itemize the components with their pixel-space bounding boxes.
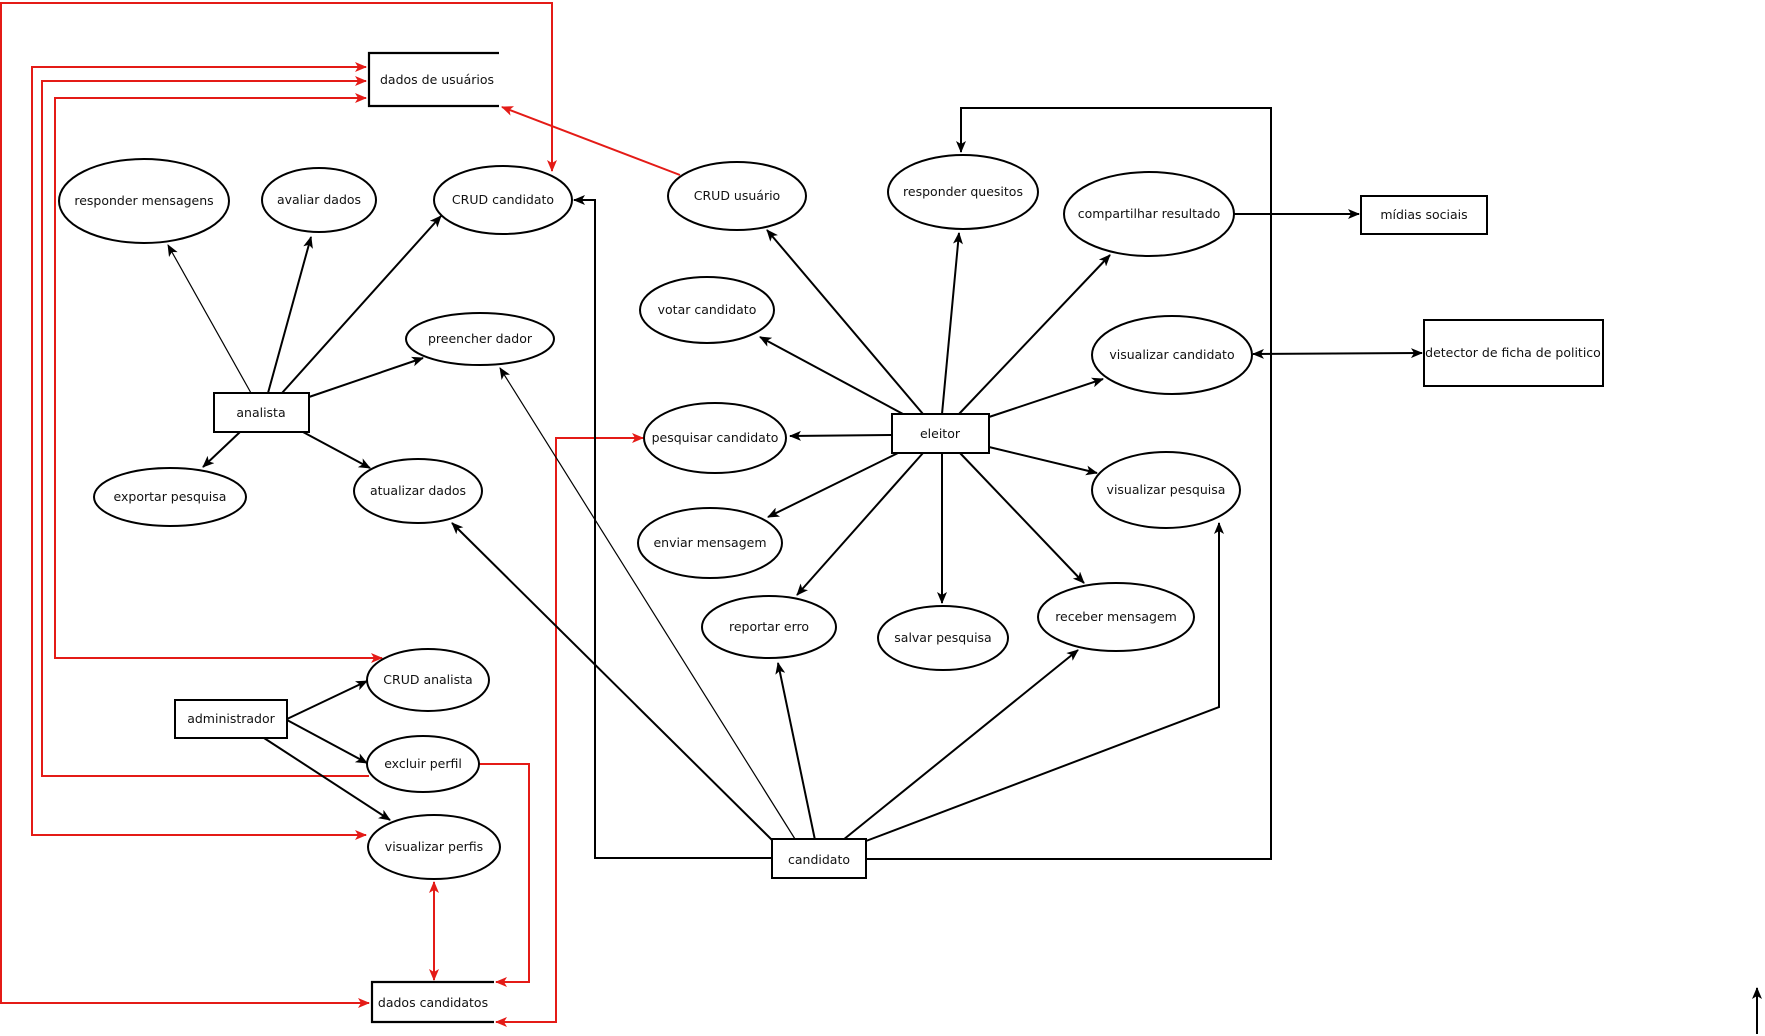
use-case-label: pesquisar candidato [652, 430, 779, 445]
external-midias-sociais[interactable]: mídias sociais [1360, 195, 1488, 235]
data-store-label: dados candidatos [378, 995, 488, 1010]
edge-analista-atualizar-dados [302, 431, 371, 469]
data-store-dados-usuarios[interactable]: dados de usuários [367, 51, 499, 108]
use-case-crud-candidato[interactable]: CRUD candidato [433, 165, 573, 235]
edge-eleitor-enviar-mensagem [767, 452, 899, 518]
use-case-receber-mensagem[interactable]: receber mensagem [1037, 582, 1195, 652]
data-store-dados-candidatos[interactable]: dados candidatos [370, 980, 494, 1024]
use-case-label: CRUD usuário [694, 188, 780, 203]
edge-candidato-receber-mensagem [842, 649, 1079, 841]
use-case-label: exportar pesquisa [114, 489, 227, 504]
use-case-label: avaliar dados [277, 192, 361, 207]
edge-eleitor-reportar-erro [796, 452, 924, 596]
edge-candidato-reportar-erro [775, 662, 816, 841]
use-case-crud-analista[interactable]: CRUD analista [366, 648, 490, 712]
flow-excluir-perfil-dados-usuarios [41, 76, 369, 777]
actor-candidato[interactable]: candidato [771, 838, 867, 879]
use-case-avaliar-dados[interactable]: avaliar dados [261, 167, 377, 233]
edge-analista-preencher-dador [308, 356, 424, 398]
use-case-label: excluir perfil [384, 756, 462, 771]
external-label: mídias sociais [1380, 207, 1467, 222]
use-case-salvar-pesquisa[interactable]: salvar pesquisa [877, 605, 1009, 671]
flow-crud-analista-dados-usuarios [54, 93, 383, 663]
edge-admin-excluir-perfil [286, 719, 368, 764]
use-case-label: enviar mensagem [653, 535, 766, 550]
use-case-label: atualizar dados [370, 483, 466, 498]
actor-label: administrador [187, 711, 275, 726]
use-case-preencher-dador[interactable]: preencher dador [405, 312, 555, 366]
use-case-label: reportar erro [729, 619, 809, 634]
edge-eleitor-compartilhar-resultado [958, 254, 1111, 415]
use-case-visualizar-candidato[interactable]: visualizar candidato [1091, 315, 1253, 395]
actor-administrador[interactable]: administrador [174, 699, 288, 739]
edge-candidato-responder-quesitos [866, 107, 1272, 860]
flow-visualizar-perfis-dados-usuarios [31, 62, 367, 840]
use-case-label: salvar pesquisa [894, 630, 991, 645]
use-case-compartilhar-resultado[interactable]: compartilhar resultado [1063, 171, 1235, 257]
use-case-label: votar candidato [658, 302, 757, 317]
edge-eleitor-visualizar-candidato [988, 377, 1104, 418]
edge-admin-visualizar-perfis [263, 737, 391, 821]
use-case-label: preencher dador [428, 331, 533, 346]
edge-analista-avaliar-dados [267, 236, 313, 394]
external-detector-ficha[interactable]: detector de ficha de politico [1423, 319, 1604, 387]
edge-candidato-atualizar-dados [451, 522, 773, 841]
actor-eleitor[interactable]: eleitor [891, 413, 990, 454]
edge-eleitor-crud-usuario [766, 229, 924, 415]
use-case-label: visualizar pesquisa [1107, 482, 1226, 497]
actor-analista[interactable]: analista [213, 392, 310, 433]
edge-candidato-visualizar-pesquisa [865, 522, 1224, 842]
use-case-visualizar-pesquisa[interactable]: visualizar pesquisa [1091, 451, 1241, 529]
use-case-label: responder mensagens [74, 193, 213, 208]
actor-label: candidato [788, 852, 850, 867]
use-case-crud-usuario[interactable]: CRUD usuário [667, 161, 807, 231]
use-case-label: visualizar perfis [385, 839, 483, 854]
flow-excluir-perfil-dados-candidatos [479, 763, 530, 987]
use-case-responder-mensagens[interactable]: responder mensagens [58, 158, 230, 244]
edge-eleitor-receber-mensagem [959, 452, 1085, 584]
use-case-reportar-erro[interactable]: reportar erro [701, 595, 837, 659]
flow-dados-candidatos-pesquisar-candidato [495, 433, 644, 1027]
edge-candidato-crud-candidato [573, 195, 772, 859]
edge-analista-exportar-pesquisa [202, 431, 241, 468]
use-case-exportar-pesquisa[interactable]: exportar pesquisa [93, 467, 247, 527]
use-case-label: CRUD analista [383, 672, 472, 687]
use-case-label: receber mensagem [1055, 609, 1177, 624]
edge-eleitor-pesquisar-candidato [789, 430, 893, 441]
edge-eleitor-responder-quesitos [941, 232, 963, 415]
use-case-enviar-mensagem[interactable]: enviar mensagem [637, 507, 783, 579]
use-case-label: compartilhar resultado [1078, 206, 1221, 221]
use-case-label: responder quesitos [903, 184, 1023, 199]
edge-eleitor-visualizar-pesquisa [988, 446, 1098, 476]
edge-visualizar-candidato-detector [1252, 348, 1423, 359]
edge-eleitor-votar-candidato [759, 336, 904, 415]
flow-crud-candidato-dados-candidatos [0, 2, 557, 1008]
edge-analista-responder-mensagens [167, 244, 252, 394]
use-case-pesquisar-candidato[interactable]: pesquisar candidato [643, 402, 787, 474]
edge-candidato-preencher-dador [499, 367, 796, 840]
data-flows [0, 2, 681, 1027]
external-label: detector de ficha de politico [1425, 345, 1601, 360]
edge-analista-crud-candidato [281, 215, 442, 394]
use-case-visualizar-perfis[interactable]: visualizar perfis [367, 814, 501, 880]
use-case-label: visualizar candidato [1109, 347, 1234, 362]
actor-label: eleitor [920, 426, 961, 441]
use-case-responder-quesitos[interactable]: responder quesitos [887, 154, 1039, 230]
use-case-votar-candidato[interactable]: votar candidato [639, 276, 775, 344]
edge-admin-crud-analista [286, 680, 368, 720]
use-case-excluir-perfil[interactable]: excluir perfil [366, 735, 480, 793]
use-case-label: CRUD candidato [452, 192, 554, 207]
actor-label: analista [236, 405, 285, 420]
use-case-atualizar-dados[interactable]: atualizar dados [353, 458, 483, 524]
data-store-label: dados de usuários [380, 72, 494, 87]
flow-crud-usuario-dados-usuarios [501, 106, 681, 176]
actor-flows [167, 107, 1762, 1034]
